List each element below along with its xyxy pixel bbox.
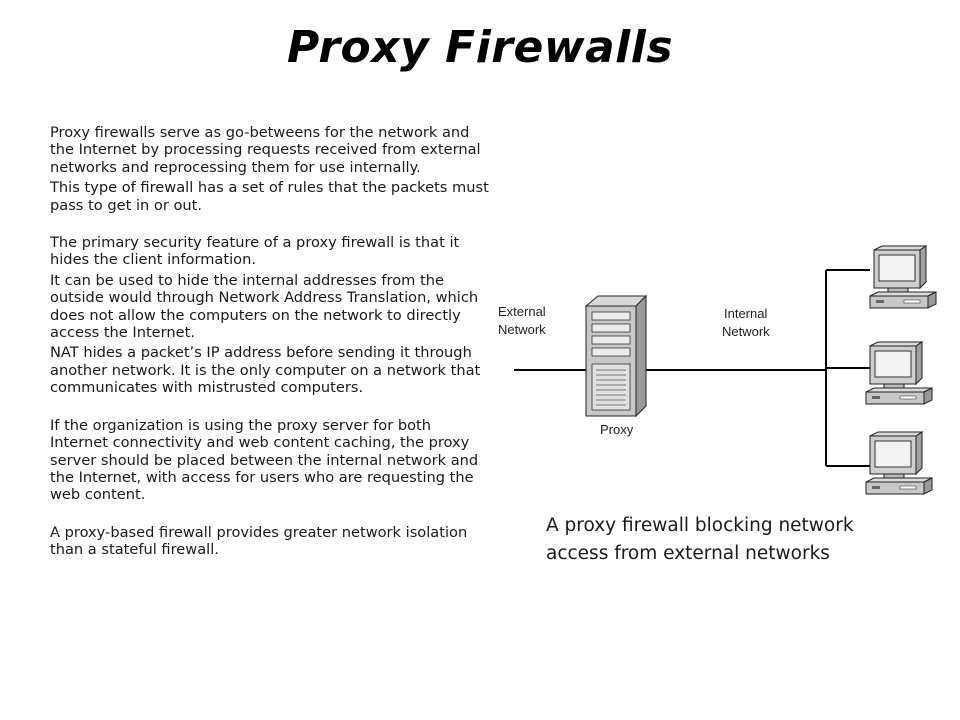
paragraph-rules: This type of firewall has a set of rules… [50,179,489,214]
paragraph-nat-hides: NAT hides a packet’s IP address before s… [50,344,481,397]
paragraph-placement: If the organization is using the proxy s… [50,416,479,504]
external-label-line2: Network [498,322,546,337]
external-label-line1: External [498,304,546,319]
paragraph-isolation: A proxy-based firewall provides greater … [50,523,468,559]
computer-icon [869,245,937,309]
diagram-caption: A proxy firewall blocking network access… [546,515,854,564]
proxy-server-icon [584,294,648,418]
paragraph-go-betweens: Proxy firewalls serve as go-betweens for… [50,124,481,176]
internal-label-line1: Internal [724,306,767,321]
body-text: Proxy firewalls serve as go-betweens for… [50,124,490,559]
computer-icon [865,341,933,405]
computer-icon [865,431,933,495]
proxy-network-diagram: External Network Internal Network Proxy [498,245,937,495]
paragraph-nat: It can be used to hide the internal addr… [50,271,479,342]
slide-title: Proxy Firewalls [286,22,674,73]
proxy-label: Proxy [600,422,634,437]
internal-label-line2: Network [722,324,770,339]
paragraph-hides-client: The primary security feature of a proxy … [50,234,460,269]
